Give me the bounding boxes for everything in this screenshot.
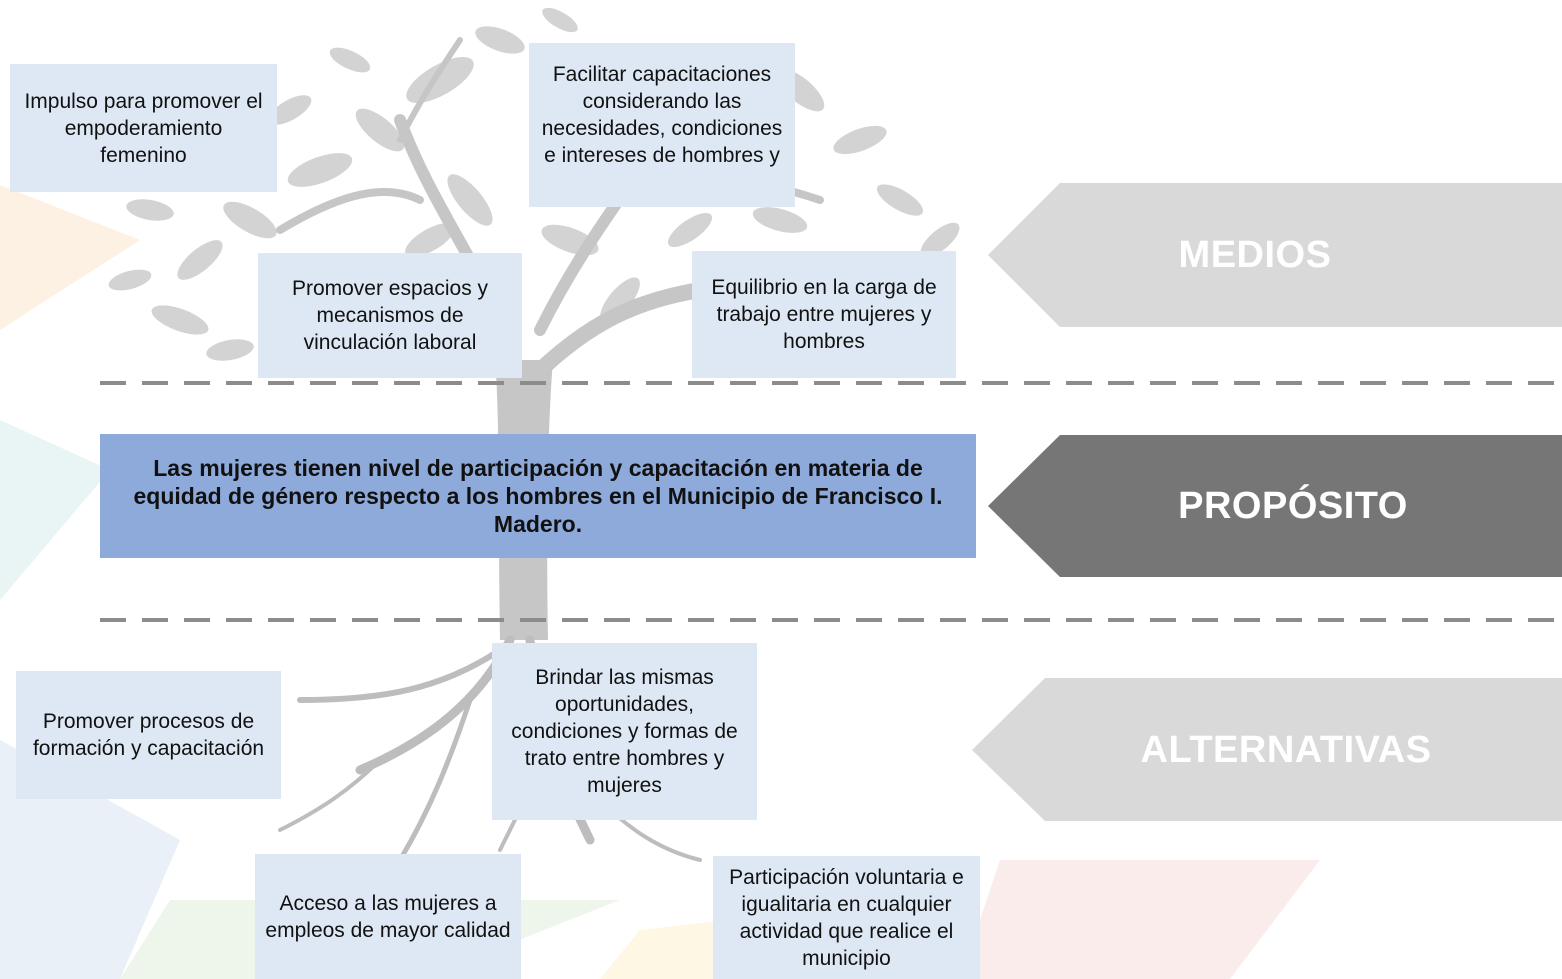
watermark-wedge-blue <box>0 740 180 979</box>
medios-box-text: Impulso para promover el empoderamiento … <box>24 89 263 167</box>
medios-box-capacitaciones: Facilitar capacitaciones considerando la… <box>529 43 795 207</box>
alternativas-box-text: Promover procesos de formación y capacit… <box>32 710 265 760</box>
medios-box-text: Facilitar capacitaciones considerando la… <box>541 63 783 167</box>
medios-box-empoderamiento: Impulso para promover el empoderamiento … <box>10 64 277 192</box>
label-alternativas: ALTERNATIVAS <box>1140 729 1432 771</box>
arrow-medios <box>988 183 1562 327</box>
medios-box-vinculacion: Promover espacios y mecanismos de vincul… <box>258 253 522 378</box>
alternativas-box-formacion: Promover procesos de formación y capacit… <box>16 671 281 799</box>
arrow-alternativas <box>972 678 1562 821</box>
medios-box-equilibrio: Equilibrio en la carga de trabajo entre … <box>692 251 956 378</box>
watermark-wedge-orange <box>0 185 140 330</box>
arrow-proposito <box>988 435 1562 577</box>
watermark-wedge-teal <box>0 420 110 600</box>
tree-canopy <box>108 7 960 361</box>
label-medios: MEDIOS <box>1178 234 1332 276</box>
alternativas-box-participacion: Participación voluntaria e igualitaria e… <box>713 856 980 979</box>
label-proposito: PROPÓSITO <box>1178 485 1408 527</box>
alternativas-box-empleos: Acceso a las mujeres a empleos de mayor … <box>255 854 521 979</box>
alternativas-box-oportunidades: Brindar las mismas oportunidades, condic… <box>492 643 757 820</box>
medios-box-text: Promover espacios y mecanismos de vincul… <box>291 277 489 354</box>
purpose-statement: Las mujeres tienen nivel de participació… <box>100 434 976 558</box>
alternativas-box-text: Acceso a las mujeres a empleos de mayor … <box>265 891 511 942</box>
medios-box-text: Equilibrio en la carga de trabajo entre … <box>711 276 937 353</box>
alternativas-box-text: Participación voluntaria e igualitaria e… <box>729 865 964 970</box>
watermark-wedge-red <box>960 860 1320 979</box>
alternativas-box-text: Brindar las mismas oportunidades, condic… <box>511 666 738 797</box>
purpose-text: Las mujeres tienen nivel de participació… <box>133 455 943 537</box>
